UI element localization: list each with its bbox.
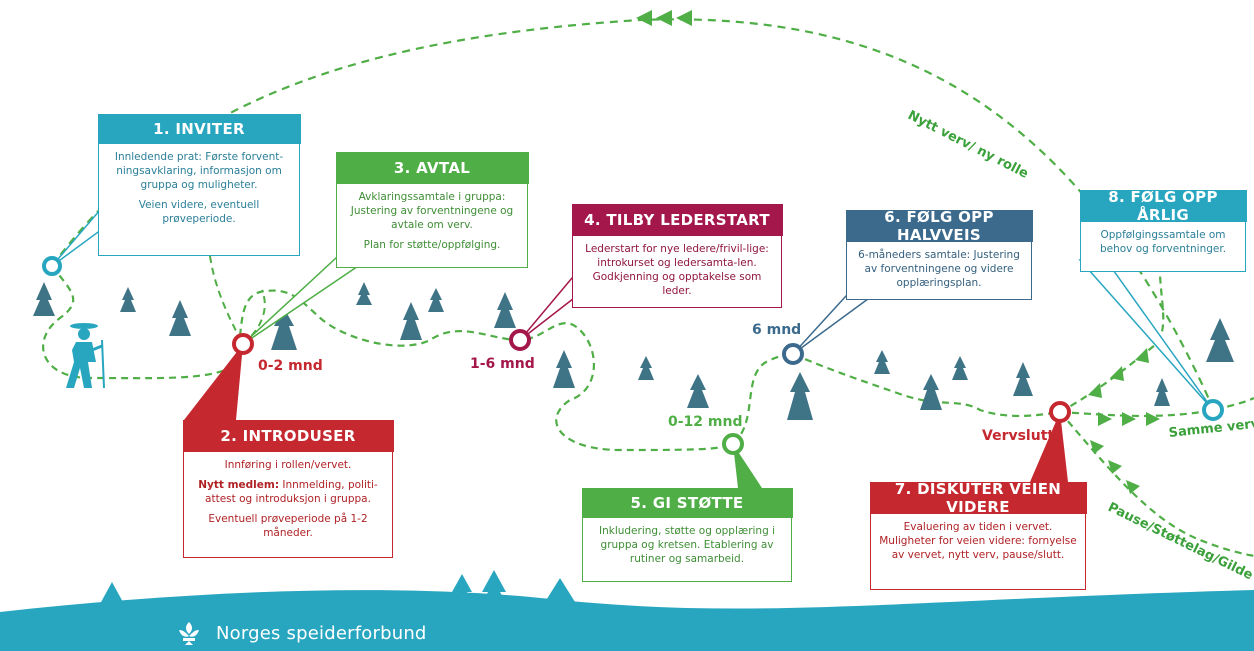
journey-path (42, 265, 1061, 452)
milestone-0-12: 0-12 mnd (668, 414, 743, 430)
step-7-header: 7. DISKUTER VEIEN VIDERE (869, 480, 1087, 516)
step-1-box: 1. INVITER Innledende prat: Første forve… (97, 113, 301, 256)
milestone-1-6: 1-6 mnd (470, 356, 535, 372)
footer-hills (0, 590, 1254, 651)
step-8-box: 8. FØLG OPP ÅRLIG Oppfølgingssamtale om … (1079, 188, 1247, 272)
org-name: Norges speiderforbund (216, 623, 427, 644)
step-1-text-a: Innledende prat: Første forvent-ningsavk… (114, 150, 284, 191)
branch-samme (1059, 397, 1254, 418)
step-4-box: 4. TILBY LEDERSTART Lederstart for nye l… (571, 203, 783, 308)
path-1-drop (209, 255, 244, 345)
step-7-text-a: Evaluering av tiden i vervet. Muligheter… (879, 520, 1077, 561)
step-2-highlight: Nytt medlem: (198, 478, 280, 491)
milestone-0-2: 0-2 mnd (258, 358, 323, 374)
step-2-text-b-wrap: Nytt medlem: Innmelding, politi-attest o… (192, 478, 384, 506)
scout-logo-icon (179, 622, 199, 645)
step-5-header: 5. GI STØTTE (581, 487, 793, 518)
step-2-text-c: Eventuell prøveperiode på 1-2 måneder. (208, 512, 368, 539)
ring-samme (1202, 399, 1224, 421)
step-5-text-a: Inkludering, støtte og opplæring i grupp… (598, 524, 776, 565)
ring-1-6 (509, 329, 531, 351)
ring-0-2 (232, 333, 254, 355)
step-8-text-a: Oppfølgingssamtale om behov og forventni… (1099, 228, 1227, 255)
step-2-text-a: Innføring i rollen/vervet. (224, 458, 352, 471)
pointer-3 (242, 257, 373, 345)
ring-start (42, 256, 62, 276)
pointer-7 (1030, 412, 1068, 482)
step-3-box: 3. AVTAL Avklaringssamtale i gruppa: Jus… (335, 151, 529, 268)
step-2-box: 2. INTRODUSER Innføring i rollen/vervet.… (182, 419, 394, 558)
step-5-box: 5. GI STØTTE Inkludering, støtte og oppl… (581, 487, 793, 582)
step-6-header: 6. FØLG OPP HALVVEIS (845, 208, 1033, 244)
step-6-text-a: 6-måneders samtale: Justering av forvent… (858, 248, 1020, 289)
ring-0-12 (722, 433, 744, 455)
branch-arrows (1088, 348, 1160, 494)
step-1-text-b: Veien videre, eventuell prøveperiode. (138, 198, 260, 225)
pointer-2 (184, 344, 243, 420)
step-3-text-a: Avklaringssamtale i gruppa: Justering av… (350, 190, 514, 231)
footer-trees (96, 570, 580, 618)
ring-vervslutt (1049, 401, 1071, 423)
step-6-box: 6. FØLG OPP HALVVEIS 6-måneders samtale:… (845, 208, 1033, 300)
pointer-6 (792, 295, 875, 355)
step-4-header: 4. TILBY LEDERSTART (571, 203, 783, 236)
step-4-text-a: Lederstart for nye ledere/frivil-lige: i… (585, 242, 769, 297)
milestone-vervslutt: Vervslutt (982, 428, 1055, 444)
pointer-5 (733, 444, 762, 488)
step-1-header: 1. INVITER (97, 113, 301, 144)
step-2-text-b: Innmelding, politi-attest og introduksjo… (205, 478, 378, 505)
hiker-figure (66, 323, 105, 389)
step-2-header: 2. INTRODUSER (182, 419, 394, 452)
trees (33, 282, 1234, 420)
step-8-header: 8. FØLG OPP ÅRLIG (1079, 188, 1247, 224)
step-3-text-b: Plan for støtte/oppfølging. (363, 238, 501, 251)
ring-6 (782, 343, 804, 365)
step-3-header: 3. AVTAL (335, 151, 529, 184)
milestone-6: 6 mnd (752, 322, 802, 338)
return-arrows (636, 10, 692, 26)
step-7-box: 7. DISKUTER VEIEN VIDERE Evaluering av t… (869, 480, 1087, 590)
